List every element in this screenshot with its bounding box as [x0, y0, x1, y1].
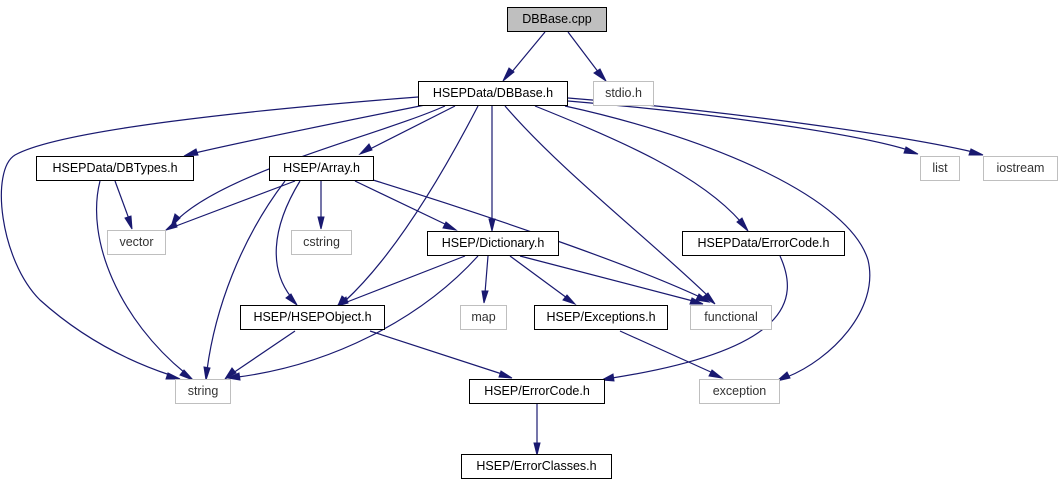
node-hsep-dictionary-h[interactable]: HSEP/Dictionary.h	[427, 231, 559, 256]
arrowhead-icon	[183, 148, 199, 157]
arrowhead-icon	[502, 67, 515, 82]
node-dbbase-cpp: DBBase.cpp	[507, 7, 607, 32]
arrowhead-icon	[285, 293, 298, 306]
arrowhead-icon	[358, 143, 373, 156]
arrowhead-icon	[736, 217, 749, 232]
arrowhead-icon	[481, 290, 489, 304]
edge-dbtypes-to-vector	[114, 180, 130, 220]
node-functional: functional	[690, 305, 772, 330]
arrowhead-icon	[203, 366, 211, 381]
edge-dictionary-to-string	[237, 255, 479, 378]
arrowhead-icon	[124, 215, 133, 230]
node-hsep-exceptions-h[interactable]: HSEP/Exceptions.h	[534, 305, 668, 330]
node-hsep-errorcode-h[interactable]: HSEP/ErrorCode.h	[469, 379, 605, 404]
arrowhead-icon	[488, 218, 496, 232]
edge-dbbase-h-to-vector	[177, 105, 446, 220]
node-hsepdata-errorcode-h[interactable]: HSEPData/ErrorCode.h	[682, 231, 845, 256]
arrowhead-icon	[226, 372, 241, 381]
node-hsepdata-dbbase-h[interactable]: HSEPData/DBBase.h	[418, 81, 568, 106]
arrowhead-icon	[165, 372, 181, 380]
edge-hsepobject-to-string	[232, 330, 296, 374]
arrowhead-icon	[708, 369, 724, 379]
edge-dbbase-h-to-functional	[504, 105, 709, 297]
arrowhead-icon	[695, 293, 711, 303]
edge-dictionary-to-map	[484, 255, 489, 294]
arrowhead-icon	[702, 292, 716, 305]
edge-array-to-vector	[175, 180, 296, 227]
arrowhead-icon	[179, 369, 194, 381]
arrowhead-icon	[533, 442, 541, 456]
edge-exceptions-to-exception	[619, 330, 714, 374]
edge-dictionary-to-functional	[519, 255, 694, 302]
edge-dbbase-h-to-exception	[564, 105, 871, 378]
node-cstring: cstring	[291, 230, 352, 255]
edge-dbtypes-to-string	[96, 180, 186, 374]
edge-array-to-string	[206, 180, 286, 371]
edge-dictionary-to-hsepobject	[346, 255, 466, 303]
edge-dbbase-cpp-to-dbbase-h	[510, 31, 546, 74]
edge-dbbase-h-to-dbtypes	[194, 103, 431, 154]
arrowhead-icon	[968, 148, 984, 156]
edge-dbbase-h-to-list	[567, 100, 909, 151]
arrowhead-icon	[593, 68, 608, 83]
edge-dictionary-to-exceptions	[509, 255, 568, 299]
arrowhead-icon	[335, 296, 349, 307]
arrowhead-icon	[600, 373, 615, 382]
edge-array-to-dictionary	[354, 180, 448, 226]
arrowhead-icon	[689, 297, 704, 305]
arrowhead-icon	[317, 216, 325, 230]
node-map: map	[460, 305, 507, 330]
edge-dbbase-h-to-string	[0, 96, 419, 376]
arrowhead-icon	[498, 370, 513, 379]
node-string: string	[175, 379, 231, 404]
node-hsep-array-h[interactable]: HSEP/Array.h	[269, 156, 374, 181]
node-list: list	[920, 156, 960, 181]
edge-array-to-hsepobject	[275, 180, 301, 298]
edge-dbbase-h-to-hsepobject	[344, 105, 479, 302]
arrowhead-icon	[164, 220, 178, 231]
edge-dbbase-cpp-to-stdio	[567, 31, 600, 74]
node-exception: exception	[699, 379, 780, 404]
node-hsep-hsepobject-h[interactable]: HSEP/HSEPObject.h	[240, 305, 385, 330]
arrowhead-icon	[562, 294, 577, 306]
node-hsepdata-dbtypes-h[interactable]: HSEPData/DBTypes.h	[36, 156, 194, 181]
edge-hsepobject-to-errorcode	[369, 330, 503, 375]
node-hsep-errorclasses-h[interactable]: HSEP/ErrorClasses.h	[461, 454, 612, 479]
node-stdio-h: stdio.h	[593, 81, 654, 106]
arrowhead-icon	[903, 146, 919, 155]
edge-dbbase-h-to-array	[369, 105, 456, 150]
node-vector: vector	[107, 230, 166, 255]
arrowhead-icon	[224, 367, 237, 380]
edge-dbbase-h-to-errorcode-data	[534, 105, 742, 223]
arrowhead-icon	[442, 221, 458, 231]
arrowhead-icon	[775, 371, 791, 382]
node-iostream: iostream	[983, 156, 1058, 181]
